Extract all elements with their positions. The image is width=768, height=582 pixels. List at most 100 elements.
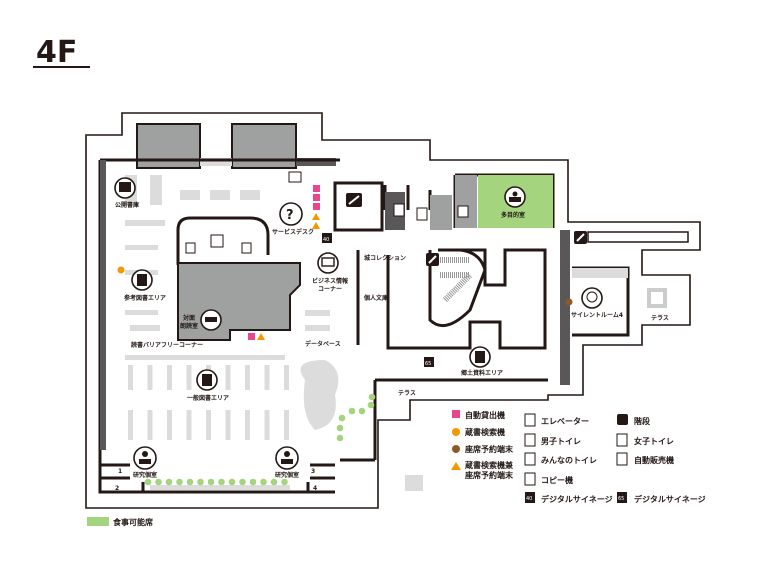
elevator-icon <box>416 207 428 221</box>
stairs-icon <box>426 253 439 266</box>
svg-text:?: ? <box>286 208 294 223</box>
svg-text:朗読室: 朗読室 <box>180 322 198 330</box>
svg-text:蔵書検索機兼: 蔵書検索機兼 <box>464 460 514 470</box>
food-seat <box>218 478 225 486</box>
label-reading-room: 対面 <box>182 314 195 322</box>
stair-core <box>333 181 384 232</box>
svg-text:コピー機: コピー機 <box>541 475 573 485</box>
seat-terminal-marker <box>565 298 573 306</box>
food-seat <box>336 424 344 432</box>
womens-toilet-icon <box>241 242 252 254</box>
floor-title: 4F <box>36 35 77 70</box>
bridge-stairs <box>587 231 689 243</box>
pond <box>300 360 339 430</box>
stairs-icon <box>346 193 362 207</box>
label-multipurpose: 多目的室 <box>501 211 525 219</box>
business-icon <box>317 252 339 274</box>
bookshelf <box>186 410 192 440</box>
bookshelf <box>284 410 289 440</box>
self-checkout-marker <box>248 333 255 340</box>
study-icon <box>275 446 299 470</box>
signage-65-icon: 65 <box>424 357 434 367</box>
label-service-desk: サービスデスク <box>272 228 314 236</box>
silent-icon <box>581 287 603 309</box>
reading-room-icon <box>200 309 222 331</box>
self-checkout-marker <box>313 194 320 201</box>
label-terrace: テラス <box>651 315 669 322</box>
food-seats <box>144 393 376 486</box>
food-seat <box>260 478 267 486</box>
local-icon <box>469 346 491 368</box>
svg-text:65: 65 <box>618 496 624 502</box>
legend: 自動貸出機 蔵書検索機 座席予約端末 蔵書検索機兼 座席予約端末 エレベーター … <box>87 410 706 527</box>
bookshelf <box>284 365 289 390</box>
bookshelf <box>206 410 211 440</box>
svg-text:男子トイレ: 男子トイレ <box>541 437 581 446</box>
study-number-4: 4 <box>313 485 317 492</box>
bookshelf <box>245 410 250 440</box>
reference-icon <box>131 269 153 291</box>
service-desk-icon: ? <box>279 202 303 226</box>
food-seat <box>176 478 183 486</box>
copier-icon <box>288 171 302 183</box>
bookshelf <box>225 365 231 390</box>
bookshelf <box>167 410 172 440</box>
bookshelf <box>264 365 270 390</box>
open-stacks-icon <box>114 177 136 199</box>
vending-icon <box>457 205 469 218</box>
opac-seat-marker <box>312 213 320 220</box>
study-number-2: 2 <box>115 485 119 492</box>
bookshelf <box>264 410 270 440</box>
bookshelf <box>186 365 192 390</box>
food-seat <box>281 478 288 486</box>
label-open-stacks: 公開書庫 <box>115 201 139 209</box>
food-seat <box>155 478 162 486</box>
svg-text:65: 65 <box>425 361 431 367</box>
food-seat <box>165 478 173 486</box>
study-number-3: 3 <box>311 468 315 475</box>
opac-seat-marker <box>312 222 320 229</box>
self-checkout-marker <box>313 203 320 210</box>
svg-text:40: 40 <box>323 237 329 243</box>
svg-text:40: 40 <box>526 496 532 502</box>
bookshelf <box>147 365 153 390</box>
study-icon <box>133 446 157 470</box>
label-local-area: 郷土資料エリア <box>461 369 503 377</box>
food-seat <box>144 478 152 486</box>
outer-boundary <box>85 112 701 509</box>
bookshelf-columns <box>128 365 289 440</box>
food-seat <box>367 401 375 409</box>
spiral-staircase <box>428 248 487 328</box>
general-icon <box>196 369 218 391</box>
bookshelf <box>147 410 153 440</box>
food-seat <box>197 478 204 486</box>
bookshelf <box>128 365 133 390</box>
label-personal-library: 個人文庫 <box>363 294 388 302</box>
svg-text:蔵書検索機: 蔵書検索機 <box>464 427 505 437</box>
atrium-outline <box>356 248 547 350</box>
food-seat <box>336 434 344 442</box>
food-seat <box>207 478 215 486</box>
svg-text:階段: 階段 <box>634 416 650 426</box>
label-barrier-free: 読書バリアフリーコーナー <box>131 341 203 349</box>
restroom-block <box>176 216 270 265</box>
label-reference: 参考図書エリア <box>123 294 166 302</box>
svg-text:コーナー: コーナー <box>318 286 342 293</box>
food-seat <box>358 407 366 415</box>
label-silent-room: サイレントルーム4 <box>571 312 623 319</box>
bookshelf <box>225 410 231 440</box>
elevator-icon <box>393 203 405 217</box>
svg-text:食事可能席: 食事可能席 <box>113 517 153 527</box>
signage-40-icon: 40 <box>322 233 332 243</box>
svg-text:みんなのトイレ: みんなのトイレ <box>541 456 597 465</box>
title-underline <box>33 66 90 68</box>
label-castle-collection: 城コレクション <box>364 254 406 262</box>
opac-seat-marker <box>257 333 265 340</box>
stairs-icon <box>574 231 587 244</box>
label-general-area: 一般図書エリア <box>187 394 229 402</box>
study-number-1: 1 <box>118 468 122 475</box>
svg-text:デジタルサイネージ: デジタルサイネージ <box>634 494 706 504</box>
svg-text:座席予約端末: 座席予約端末 <box>464 470 513 480</box>
bookshelf <box>245 365 250 390</box>
